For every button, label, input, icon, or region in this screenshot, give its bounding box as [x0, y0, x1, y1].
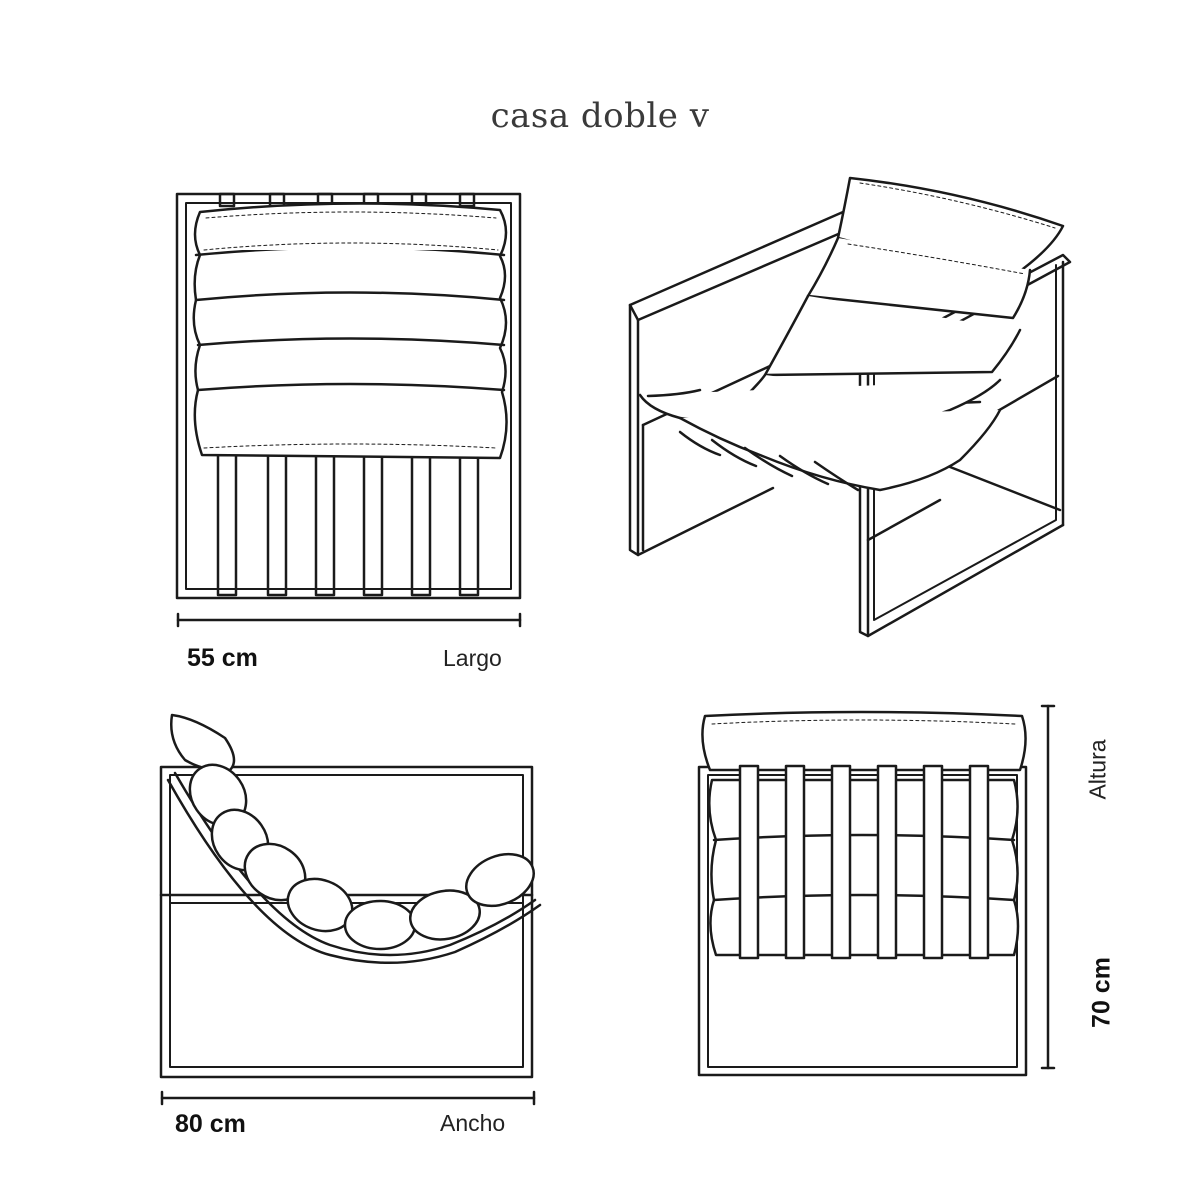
back-view-straps — [738, 764, 990, 960]
brand-part-doble: doble — [580, 96, 679, 136]
altura-value: 70 cm — [1087, 957, 1116, 1028]
ancho-dimension-line — [160, 1090, 536, 1106]
largo-value: 55 cm — [187, 644, 258, 672]
ancho-label: Ancho — [440, 1110, 506, 1136]
side-view-outer-frame — [159, 765, 534, 1079]
ancho-value: 80 cm — [175, 1110, 246, 1138]
back-view-headrest — [701, 710, 1027, 772]
side-view — [159, 713, 542, 1106]
top-view-straps — [216, 453, 480, 597]
altura-dimension-line — [1040, 704, 1056, 1070]
top-view-outer-frame — [175, 192, 522, 600]
perspective-view — [628, 176, 1072, 638]
brand-logo: casa doble v — [0, 96, 1200, 136]
top-view-cushion — [192, 202, 508, 460]
side-view-cushion — [170, 713, 535, 951]
brand-part-casa: casa — [490, 96, 570, 136]
perspective-straps — [678, 430, 860, 492]
altura-label: Altura — [1084, 739, 1111, 800]
brand-part-v: v — [689, 96, 710, 136]
largo-dimension-line — [176, 612, 522, 628]
largo-label: Largo — [443, 645, 502, 671]
back-view — [697, 704, 1056, 1077]
perspective-cushion — [638, 176, 1065, 492]
top-view — [175, 192, 522, 628]
